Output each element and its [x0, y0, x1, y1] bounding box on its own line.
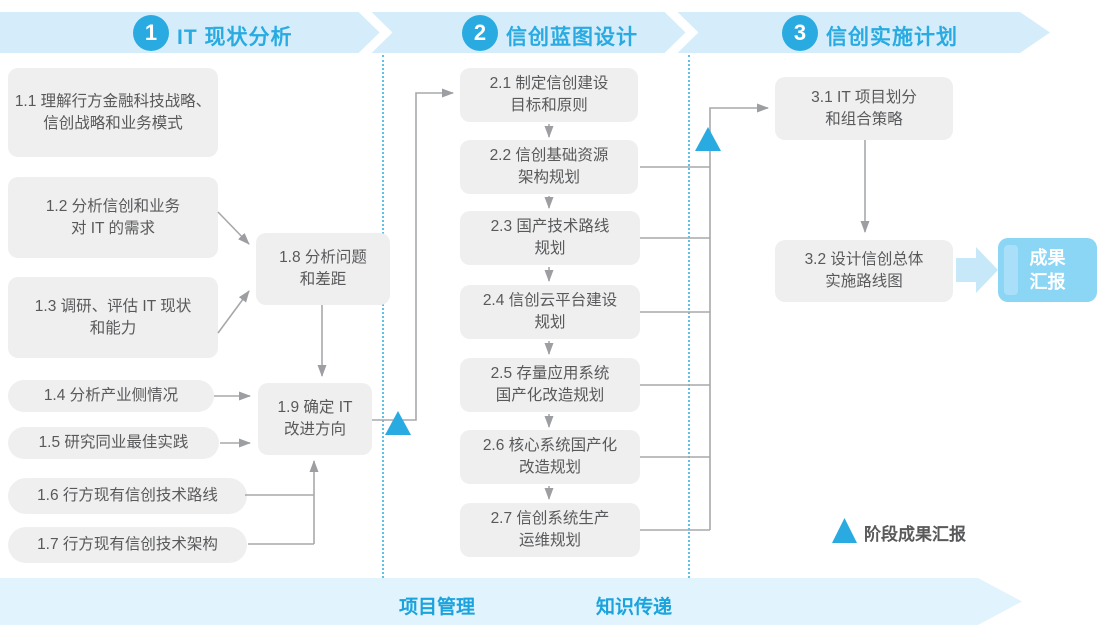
node-1-3: 1.3 调研、评估 IT 现状 和能力 [8, 277, 218, 358]
node-1-8: 1.8 分析问题 和差距 [256, 233, 390, 305]
node-1-1: 1.1 理解行方金融科技战略、 信创战略和业务模式 [8, 68, 218, 157]
node-2-7: 2.7 信创系统生产 运维规划 [460, 503, 640, 557]
phase-3-number: 3 [793, 20, 807, 45]
phase-separator-2 [688, 55, 690, 578]
phase-2-number: 2 [473, 20, 487, 45]
node-2-2: 2.2 信创基础资源 架构规划 [460, 140, 638, 194]
phase-2-number-badge: 2 [462, 15, 498, 51]
result-report-box: 成果 汇报 [998, 238, 1097, 302]
phase-header-band [0, 12, 1050, 53]
node-2-1: 2.1 制定信创建设 目标和原则 [460, 68, 638, 122]
phase-3-title: 信创实施计划 [826, 26, 958, 49]
node-1-4: 1.4 分析产业侧情况 [8, 380, 214, 412]
node-2-5: 2.5 存量应用系统 国产化改造规划 [460, 358, 640, 412]
milestone-triangle-phase2 [695, 127, 721, 151]
phase-3-number-badge: 3 [782, 15, 818, 51]
footer-band [0, 578, 1022, 625]
node-1-9: 1.9 确定 IT 改进方向 [258, 383, 372, 455]
phase-1-number-badge: 1 [133, 15, 169, 51]
node-3-1: 3.1 IT 项目划分 和组合策略 [775, 77, 953, 140]
phase-2-title: 信创蓝图设计 [506, 26, 638, 49]
node-2-4: 2.4 信创云平台建设 规划 [460, 285, 640, 339]
node-1-7: 1.7 行方现有信创技术架构 [8, 527, 247, 563]
phase-1-title: IT 现状分析 [177, 26, 293, 49]
legend-label: 阶段成果汇报 [864, 525, 966, 544]
node-1-5: 1.5 研究同业最佳实践 [8, 427, 219, 459]
phase-1-number: 1 [144, 20, 158, 45]
legend-triangle-icon [832, 518, 857, 543]
footer-project-management: 项目管理 [399, 597, 476, 618]
node-3-2: 3.2 设计信创总体 实施路线图 [775, 240, 953, 302]
footer-knowledge-transfer: 知识传递 [596, 597, 673, 618]
node-1-6: 1.6 行方现有信创技术路线 [8, 478, 247, 514]
phase-separator-1 [382, 55, 384, 578]
node-2-3: 2.3 国产技术路线 规划 [460, 211, 640, 265]
node-1-2: 1.2 分析信创和业务 对 IT 的需求 [8, 177, 218, 258]
result-block-arrow [956, 247, 998, 293]
result-report-label: 成果 汇报 [1029, 247, 1066, 292]
node-2-6: 2.6 核心系统国产化 改造规划 [460, 430, 640, 484]
milestone-triangle-phase1 [385, 411, 411, 435]
